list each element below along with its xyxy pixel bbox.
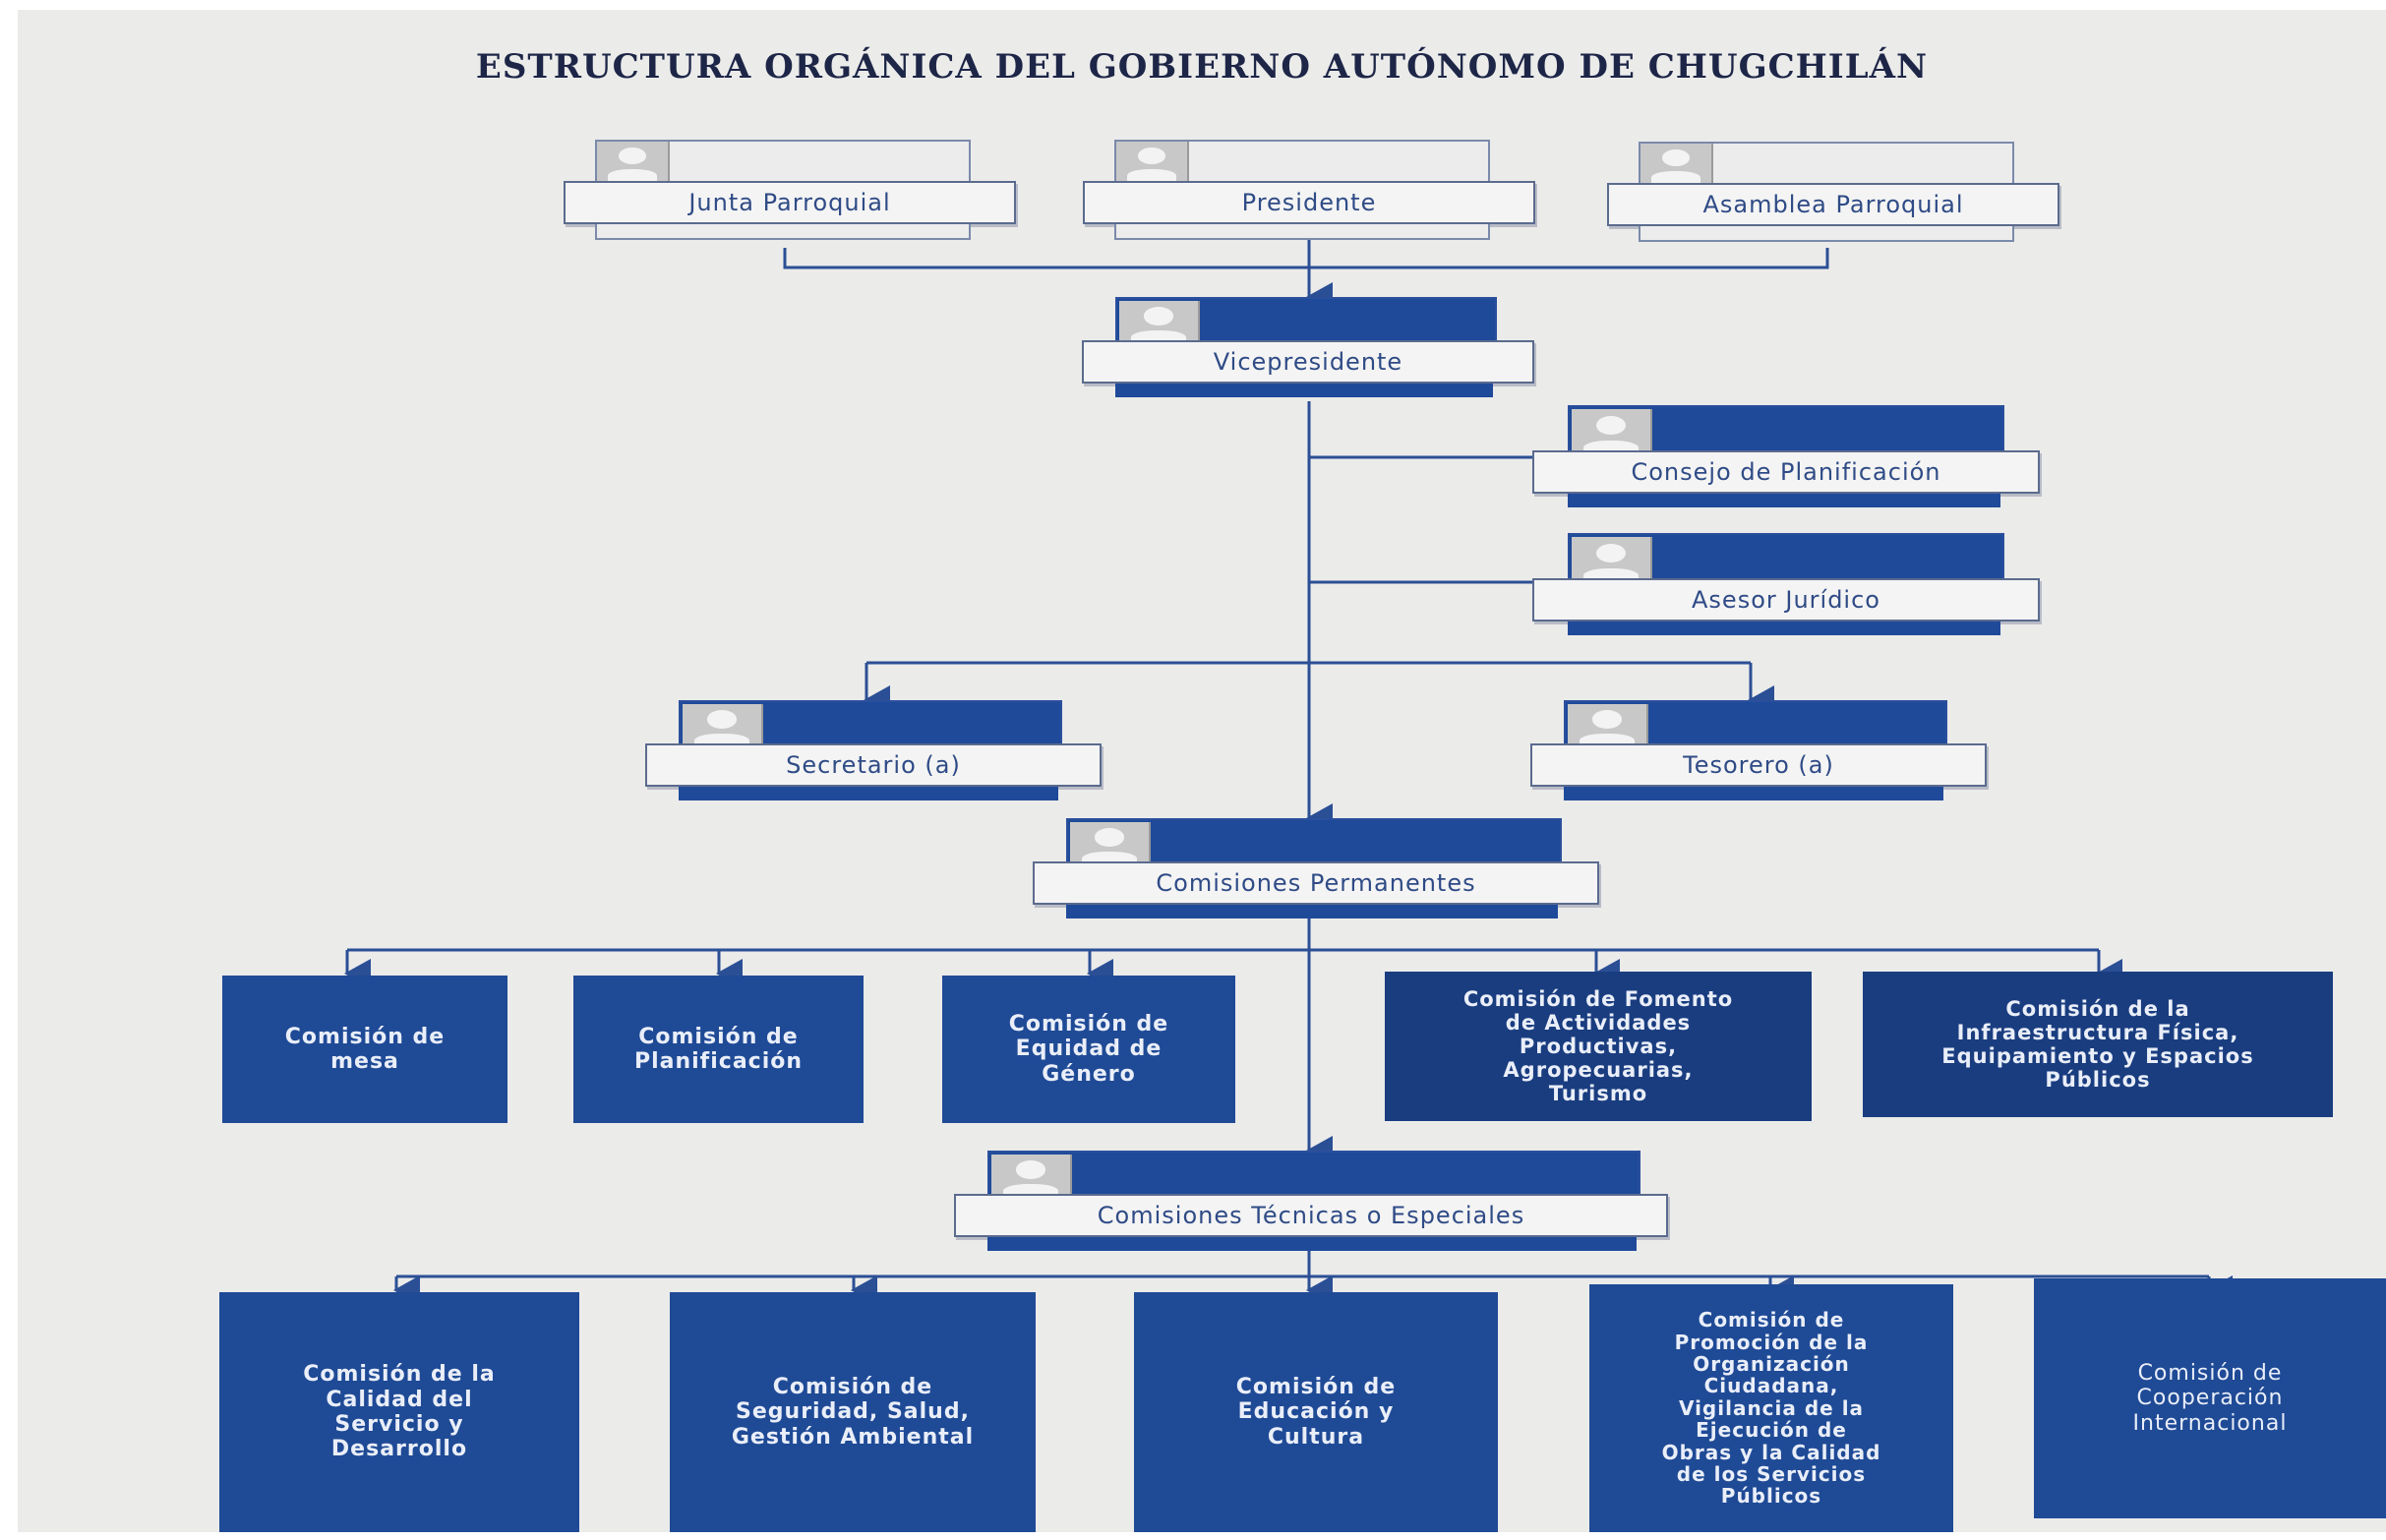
- commission-educacion-cultura: Comisión de Educación y Cultura: [1134, 1292, 1498, 1532]
- commission-equidad-genero: Comisión de Equidad de Género: [942, 976, 1235, 1123]
- node-label: Asesor Jurídico: [1532, 578, 2040, 622]
- node-label: Junta Parroquial: [564, 181, 1016, 224]
- commission-calidad-servicio: Comisión de la Calidad del Servicio y De…: [219, 1292, 579, 1532]
- commission-fomento-actividades: Comisión de Fomento de Actividades Produ…: [1385, 972, 1812, 1121]
- commission-cooperacion-internacional: Comisión de Cooperación Internacional: [2034, 1278, 2386, 1518]
- commission-mesa: Comisión de mesa: [222, 976, 507, 1123]
- person-placeholder-icon: [1640, 144, 1713, 185]
- node-comisiones-tecnicas: Comisiones Técnicas o Especiales: [954, 1151, 1672, 1261]
- node-label: Secretario (a): [645, 743, 1102, 787]
- node-asamblea-parroquial: Asamblea Parroquial: [1607, 142, 2059, 252]
- node-presidente: Presidente: [1083, 140, 1535, 250]
- node-label: Comisiones Permanentes: [1033, 861, 1599, 905]
- node-junta-parroquial: Junta Parroquial: [564, 140, 1016, 250]
- org-chart-canvas: ESTRUCTURA ORGÁNICA DEL GOBIERNO AUTÓNOM…: [18, 10, 2386, 1532]
- node-consejo-planificacion: Consejo de Planificación: [1532, 405, 2044, 515]
- person-placeholder-icon: [1119, 301, 1200, 346]
- node-asesor-juridico: Asesor Jurídico: [1532, 533, 2044, 643]
- commission-infraestructura: Comisión de la Infraestructura Física, E…: [1863, 972, 2333, 1117]
- chart-title: ESTRUCTURA ORGÁNICA DEL GOBIERNO AUTÓNOM…: [475, 47, 1929, 87]
- node-label: Presidente: [1083, 181, 1535, 224]
- top-join-line: [783, 248, 1829, 269]
- person-placeholder-icon: [1116, 142, 1189, 183]
- commission-planificacion: Comisión de Planificación: [573, 976, 864, 1123]
- node-label: Comisiones Técnicas o Especiales: [954, 1194, 1668, 1237]
- node-tesorero: Tesorero (a): [1530, 700, 1989, 808]
- person-placeholder-icon: [597, 142, 670, 183]
- node-label: Consejo de Planificación: [1532, 450, 2040, 494]
- node-comisiones-permanentes: Comisiones Permanentes: [1033, 818, 1603, 926]
- commission-seguridad-salud: Comisión de Seguridad, Salud, Gestión Am…: [670, 1292, 1036, 1532]
- node-vicepresidente: Vicepresidente: [1082, 297, 1536, 405]
- person-placeholder-icon: [1572, 537, 1652, 584]
- connector-lines: [344, 236, 2233, 1305]
- node-label: Asamblea Parroquial: [1607, 183, 2059, 226]
- commission-promocion-organizacion: Comisión de Promoción de la Organización…: [1589, 1284, 1953, 1532]
- node-label: Tesorero (a): [1530, 743, 1987, 787]
- node-label: Vicepresidente: [1082, 340, 1534, 384]
- person-placeholder-icon: [1572, 409, 1652, 456]
- node-secretario: Secretario (a): [645, 700, 1104, 808]
